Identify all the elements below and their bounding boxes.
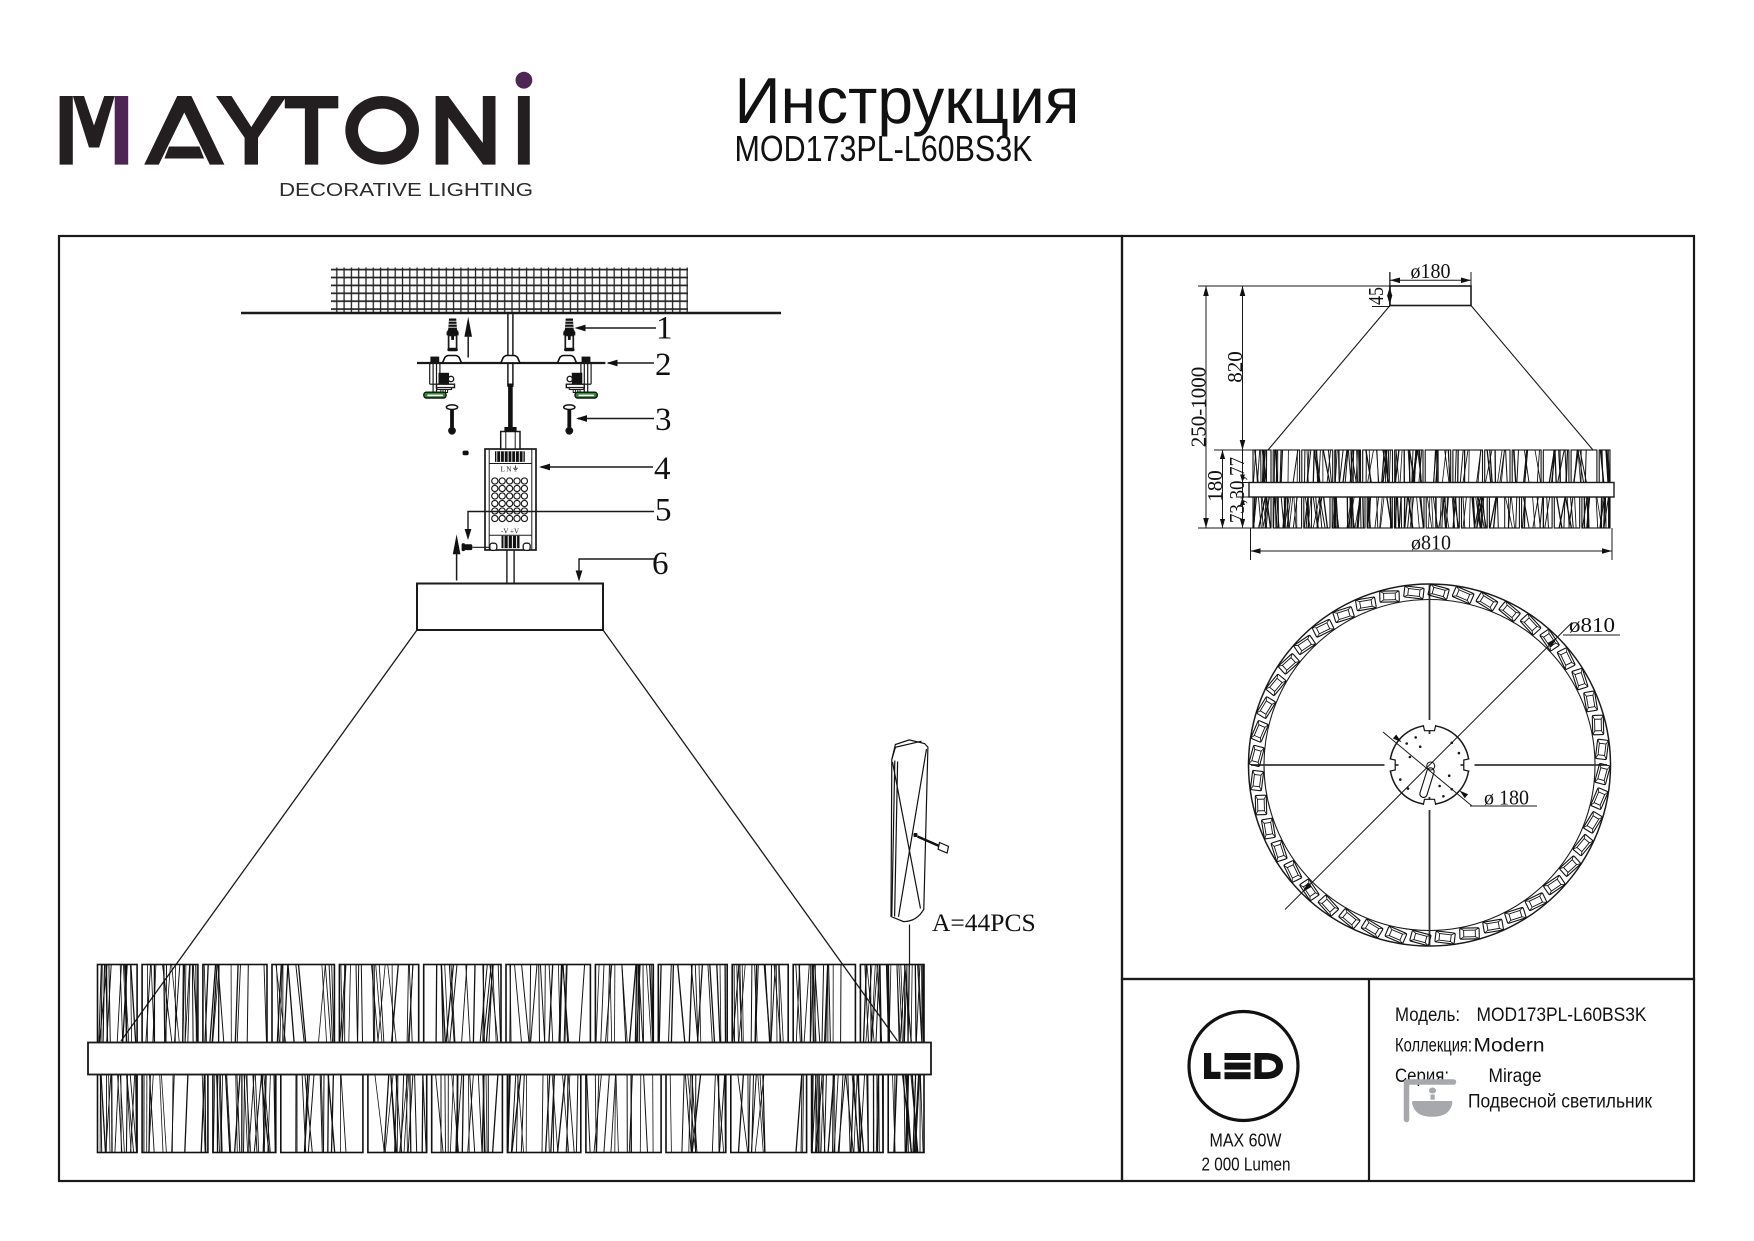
svg-text:1: 1 bbox=[656, 311, 673, 347]
svg-text:2 000 Lumen: 2 000 Lumen bbox=[1202, 1154, 1291, 1175]
svg-text:MAX 60W: MAX 60W bbox=[1210, 1130, 1282, 1151]
svg-text:ø 180: ø 180 bbox=[1484, 786, 1529, 810]
svg-text:4: 4 bbox=[654, 451, 671, 487]
svg-text:2: 2 bbox=[655, 347, 672, 383]
svg-text:Инструкция: Инструкция bbox=[735, 64, 1080, 137]
svg-text:Modern: Modern bbox=[1474, 1035, 1545, 1057]
svg-text:-V +V: -V +V bbox=[501, 528, 519, 536]
svg-text:Подвесной светильник: Подвесной светильник bbox=[1468, 1091, 1652, 1113]
svg-text:5: 5 bbox=[655, 493, 672, 529]
svg-text:MOD173PL-L60BS3K: MOD173PL-L60BS3K bbox=[1477, 1004, 1647, 1026]
svg-text:3: 3 bbox=[655, 402, 672, 438]
svg-text:ø180: ø180 bbox=[1411, 259, 1451, 283]
svg-text:73,30,77: 73,30,77 bbox=[1225, 457, 1249, 523]
svg-text:Модель:: Модель: bbox=[1395, 1004, 1460, 1026]
svg-text:A=44PCS: A=44PCS bbox=[932, 908, 1036, 937]
svg-text:L N: L N bbox=[501, 466, 512, 474]
svg-text:820: 820 bbox=[1223, 351, 1247, 383]
svg-text:250-1000: 250-1000 bbox=[1187, 367, 1211, 448]
svg-text:45: 45 bbox=[1364, 287, 1388, 305]
svg-text:DECORATIVE LIGHTING: DECORATIVE LIGHTING bbox=[279, 179, 533, 200]
svg-text:180: 180 bbox=[1203, 470, 1227, 502]
svg-text:ø810: ø810 bbox=[1569, 613, 1615, 637]
svg-text:MOD173PL-L60BS3K: MOD173PL-L60BS3K bbox=[735, 128, 1033, 169]
svg-text:ø810: ø810 bbox=[1411, 531, 1451, 555]
svg-text:Коллекция:: Коллекция: bbox=[1395, 1035, 1472, 1057]
svg-text:Mirage: Mirage bbox=[1489, 1065, 1542, 1087]
svg-text:6: 6 bbox=[652, 546, 669, 582]
